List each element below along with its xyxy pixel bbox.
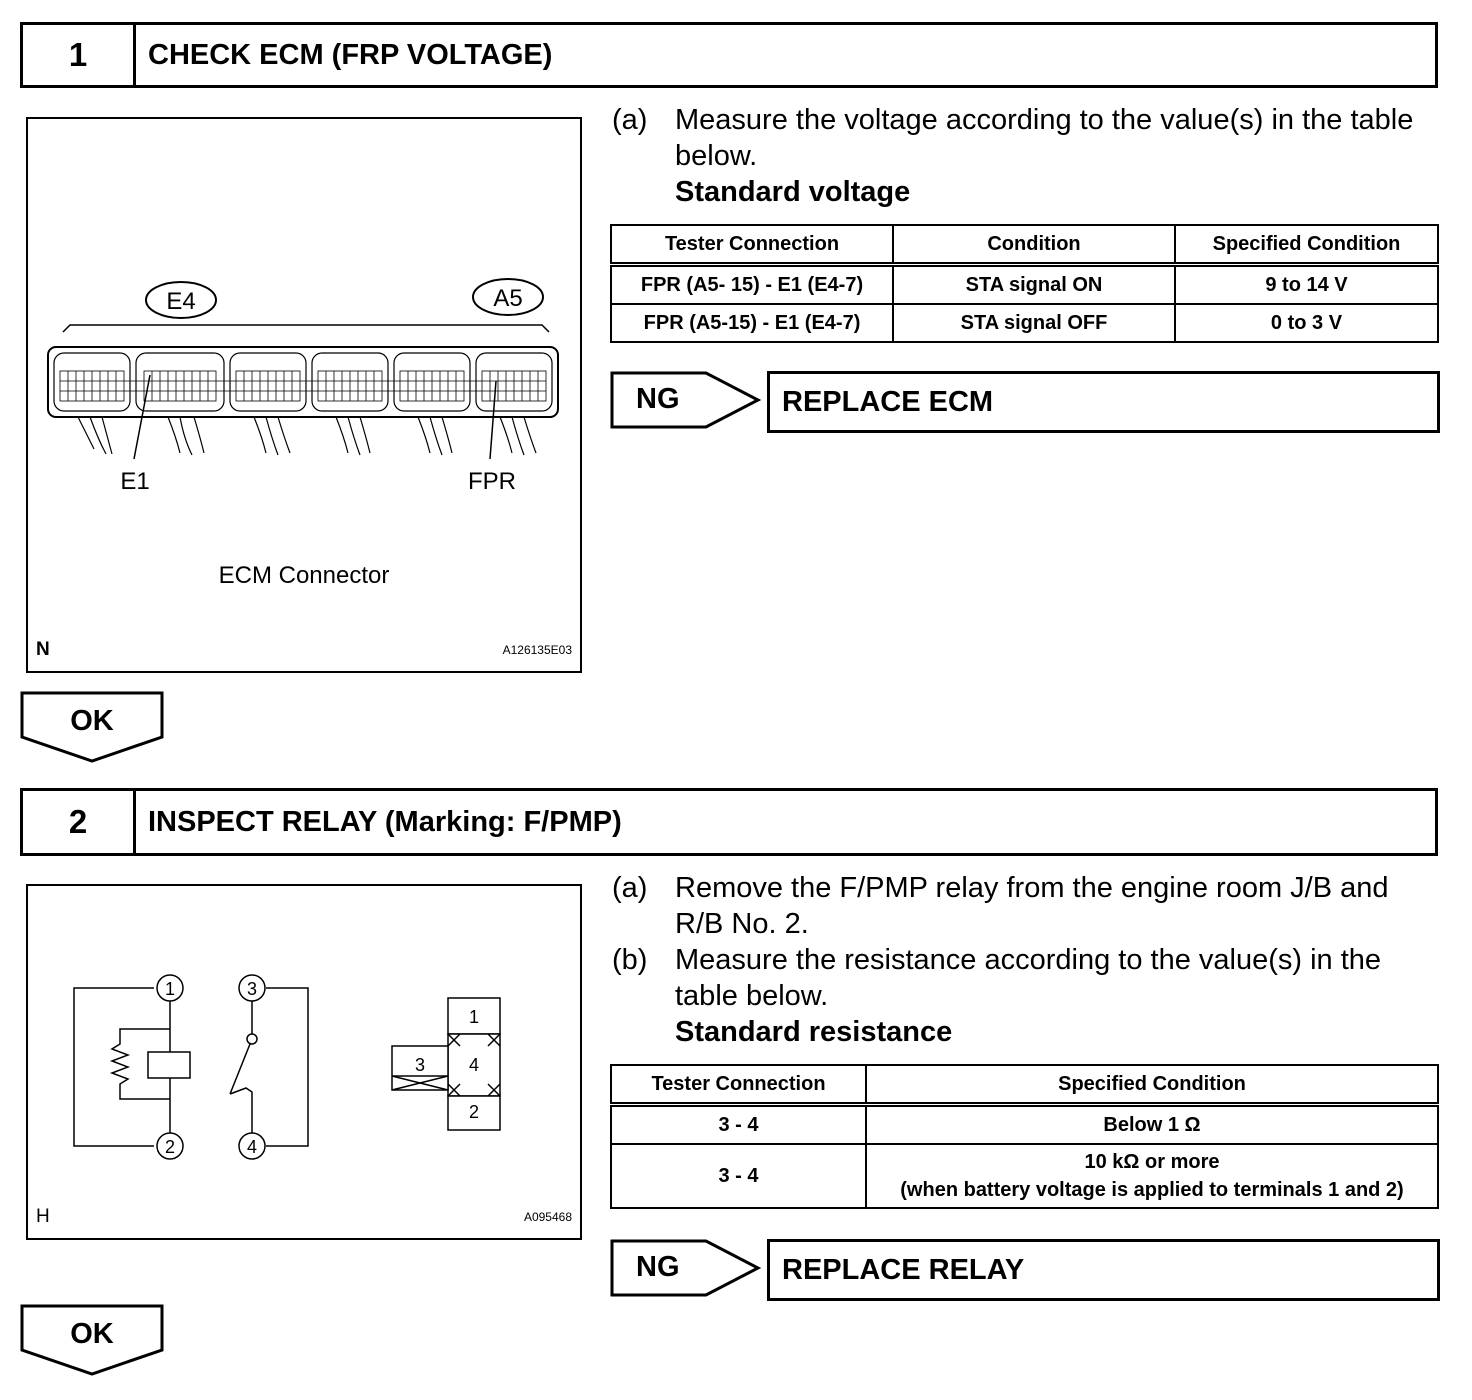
step-number: 2 <box>23 791 136 853</box>
table-row: 3 - 4 10 kΩ or more (when battery voltag… <box>610 1143 1439 1209</box>
table-row: FPR (A5- 15) - E1 (E4-7) STA signal ON 9… <box>610 263 1439 305</box>
table-cell: FPR (A5- 15) - E1 (E4-7) <box>610 263 894 305</box>
relay-pin-2-label: 2 <box>469 1102 479 1122</box>
standard-heading: Standard resistance <box>675 1016 953 1048</box>
table-cell: 9 to 14 V <box>1174 263 1439 305</box>
relay-circuit-diagram: 1 3 2 4 1 3 4 2 <box>73 974 501 1160</box>
table-cell: STA signal OFF <box>892 303 1176 343</box>
table-cell: 0 to 3 V <box>1174 303 1439 343</box>
relay-pin-1-label: 1 <box>469 1007 479 1027</box>
table-header: Tester Connection <box>610 224 894 267</box>
relay-pin-3-label: 3 <box>415 1055 425 1075</box>
step-title: INSPECT RELAY (Marking: F/PMP) <box>148 805 622 838</box>
step-1-header: 1 CHECK ECM (FRP VOLTAGE) <box>20 22 1438 88</box>
instruction-text: Remove the F/PMP relay from the engine r… <box>675 872 1389 940</box>
instruction-label: (a) <box>612 872 648 904</box>
ecm-connector-figure: E4 A5 <box>26 117 582 673</box>
standard-heading: Standard voltage <box>675 176 911 208</box>
connector-a5-label: A5 <box>493 285 522 312</box>
replace-ecm-action: REPLACE ECM <box>767 371 1440 433</box>
ng-label: NG <box>636 1251 680 1283</box>
table-cell: 3 - 4 <box>610 1103 867 1145</box>
instruction-text: Measure the voltage according to the val… <box>675 104 1414 172</box>
terminal-2-label: 2 <box>165 1137 175 1157</box>
relay-pin-4-label: 4 <box>469 1055 479 1075</box>
replace-relay-action: REPLACE RELAY <box>767 1239 1440 1301</box>
figure-letter: N <box>36 639 50 660</box>
figure-code: A095468 <box>523 1210 572 1224</box>
table-cell: 3 - 4 <box>610 1143 867 1209</box>
step-2-instructions: (a) Remove the F/PMP relay from the engi… <box>612 870 1442 1050</box>
relay-figure: 1 3 2 4 1 3 4 2 H A095468 <box>26 884 582 1240</box>
table-row: FPR (A5-15) - E1 (E4-7) STA signal OFF 0… <box>610 303 1439 343</box>
terminal-fpr-label: FPR <box>468 468 516 495</box>
ecm-connector-diagram: E4 A5 <box>47 278 559 589</box>
step-number: 1 <box>23 25 136 85</box>
instruction-label: (b) <box>612 944 648 976</box>
ok-arrow-icon <box>20 691 164 763</box>
figure-code: A126135E03 <box>502 643 572 657</box>
terminal-3-label: 3 <box>247 979 257 999</box>
table-cell: FPR (A5-15) - E1 (E4-7) <box>610 303 894 343</box>
table-cell-line: 10 kΩ or more <box>1084 1151 1220 1173</box>
ng-arrow-icon <box>610 1239 762 1297</box>
ng-arrow-icon <box>610 371 762 429</box>
figure-letter: H <box>36 1206 50 1227</box>
terminal-e1-label: E1 <box>120 468 149 495</box>
table-header: Specified Condition <box>865 1064 1439 1107</box>
table-row: 3 - 4 Below 1 Ω <box>610 1103 1439 1145</box>
table-header: Tester Connection <box>610 1064 867 1107</box>
ok-label: OK <box>70 1318 114 1350</box>
terminal-1-label: 1 <box>165 979 175 999</box>
table-header: Condition <box>892 224 1176 267</box>
table-cell: 10 kΩ or more (when battery voltage is a… <box>865 1143 1439 1209</box>
table-cell-line: (when battery voltage is applied to term… <box>900 1179 1404 1201</box>
instruction-label: (a) <box>612 104 648 136</box>
step-title: CHECK ECM (FRP VOLTAGE) <box>148 38 553 71</box>
ok-label: OK <box>70 705 114 737</box>
table-cell: STA signal ON <box>892 263 1176 305</box>
table-cell: Below 1 Ω <box>865 1103 1439 1145</box>
ng-label: NG <box>636 383 680 415</box>
standard-resistance-table: Tester Connection Specified Condition 3 … <box>610 1064 1439 1209</box>
figure-caption: ECM Connector <box>219 562 390 589</box>
terminal-4-label: 4 <box>247 1137 257 1157</box>
standard-voltage-table: Tester Connection Condition Specified Co… <box>610 224 1439 343</box>
instruction-text: Measure the resistance according to the … <box>675 944 1382 1012</box>
ok-arrow-icon <box>20 1304 164 1376</box>
step-2-header: 2 INSPECT RELAY (Marking: F/PMP) <box>20 788 1438 856</box>
table-header: Specified Condition <box>1174 224 1439 267</box>
relay-terminal-layout <box>391 997 501 1131</box>
step-1-instructions: (a) Measure the voltage according to the… <box>612 102 1442 210</box>
connector-e4-label: E4 <box>166 288 195 315</box>
